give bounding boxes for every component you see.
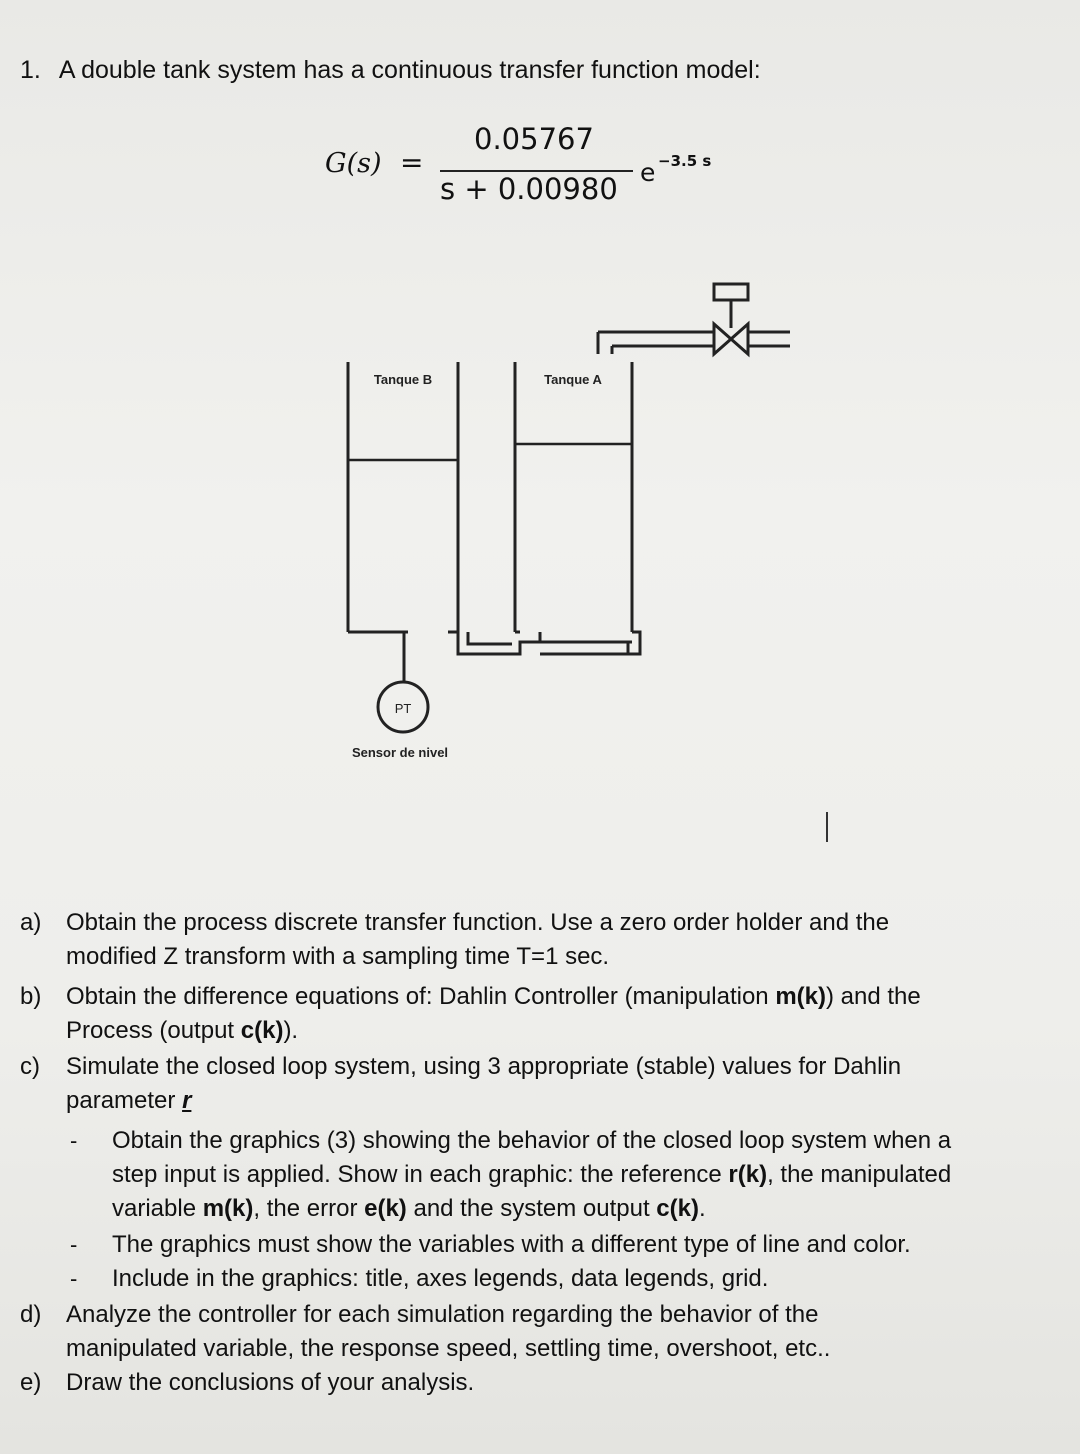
bullet-dash: - [70,1266,78,1291]
fraction-bar [440,170,633,172]
question-line: Analyze the controller for each simulati… [66,1301,819,1328]
sensor-caption: Sensor de nivel [352,745,448,760]
tank-b [346,362,460,634]
formula-exp-base: e [640,158,656,187]
bullet-line: Obtain the graphics (3) showing the beha… [112,1127,952,1154]
valve-icon [596,282,790,358]
formula-exp-power: −3.5 s [658,152,712,170]
question-line: modified Z transform with a sampling tim… [66,943,610,970]
manipulation-var: m(k) [775,983,826,1010]
double-tank-diagram: PT Sensor de nivel Tanque B Tanque A [346,282,790,760]
text-cursor [826,812,828,842]
sensor-label: PT [395,701,412,716]
bullet-line: variable m(k), the error e(k) and the sy… [112,1195,706,1222]
bullet-line: step input is applied. Show in each grap… [112,1161,952,1188]
question-label: b) [20,983,42,1010]
connecting-pipe [456,630,642,656]
question-line: Draw the conclusions of your analysis. [66,1369,475,1396]
question-line: Obtain the process discrete transfer fun… [66,909,890,936]
question-line: manipulated variable, the response speed… [66,1335,831,1362]
formula-numerator: 0.05767 [474,122,594,156]
problem-heading: 1. A double tank system has a continuous … [20,56,761,85]
tank-a-label: Tanque A [544,372,602,387]
bullet-dash: - [70,1232,78,1257]
output-var: c(k) [240,1017,284,1044]
question-line: Obtain the difference equations of: Dahl… [66,983,921,1010]
bullet-line: Include in the graphics: title, axes leg… [112,1265,769,1292]
question-label: d) [20,1301,42,1328]
formula-denominator: s + 0.00980 [440,172,618,206]
question-line: Process (output c(k)). [66,1017,299,1044]
bullet-line: The graphics must show the variables wit… [112,1231,911,1258]
question-line: parameter r [66,1087,192,1114]
question-label: c) [20,1053,40,1080]
tank-b-label: Tanque B [374,372,432,387]
question-label: a) [20,909,42,936]
formula-lhs: G(s) [325,148,382,179]
question-label: e) [20,1369,42,1396]
bullet-dash: - [70,1128,78,1153]
tank-a [513,362,634,632]
formula-equals: = [400,146,424,179]
problem-statement: A double tank system has a continuous tr… [58,56,761,84]
pressure-transmitter-icon [376,680,430,734]
dahlin-parameter: r [182,1087,192,1114]
question-line: Simulate the closed loop system, using 3… [66,1053,902,1080]
problem-number: 1. [20,56,41,84]
